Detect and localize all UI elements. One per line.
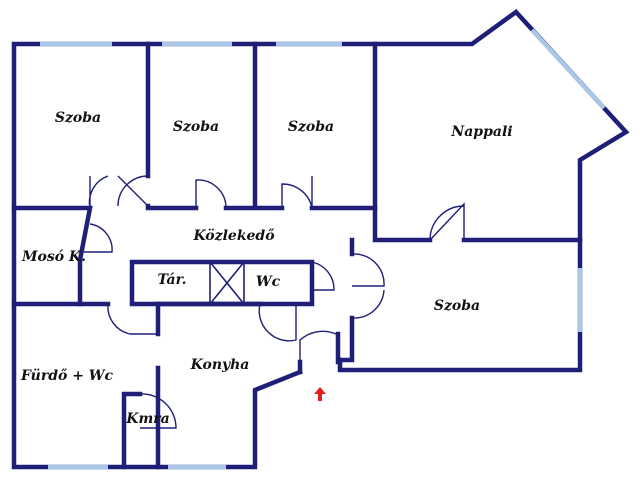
room-label-wc: Wc <box>255 274 281 290</box>
room-label-szoba-2: Szoba <box>172 119 220 135</box>
room-label-furdo: Fürdő + Wc <box>20 368 114 384</box>
room-label-tar: Tár. <box>157 272 187 288</box>
room-label-moso: Mosó K. <box>22 249 86 265</box>
doors <box>84 175 465 429</box>
room-label-szoba-4: Szoba <box>433 298 481 314</box>
room-label-nappali: Nappali <box>451 124 513 140</box>
up-arrow-icon <box>314 387 326 401</box>
interior-walls <box>11 41 583 470</box>
windows <box>40 28 606 470</box>
room-label-szoba-3: Szoba <box>287 119 335 135</box>
outer-walls <box>11 8 630 470</box>
room-label-konyha: Konyha <box>190 357 250 373</box>
room-label-szoba-1: Szoba <box>54 110 102 126</box>
room-label-kmra: Kmra <box>126 411 170 427</box>
room-label-kozlekedo: Közlekedő <box>193 228 275 244</box>
